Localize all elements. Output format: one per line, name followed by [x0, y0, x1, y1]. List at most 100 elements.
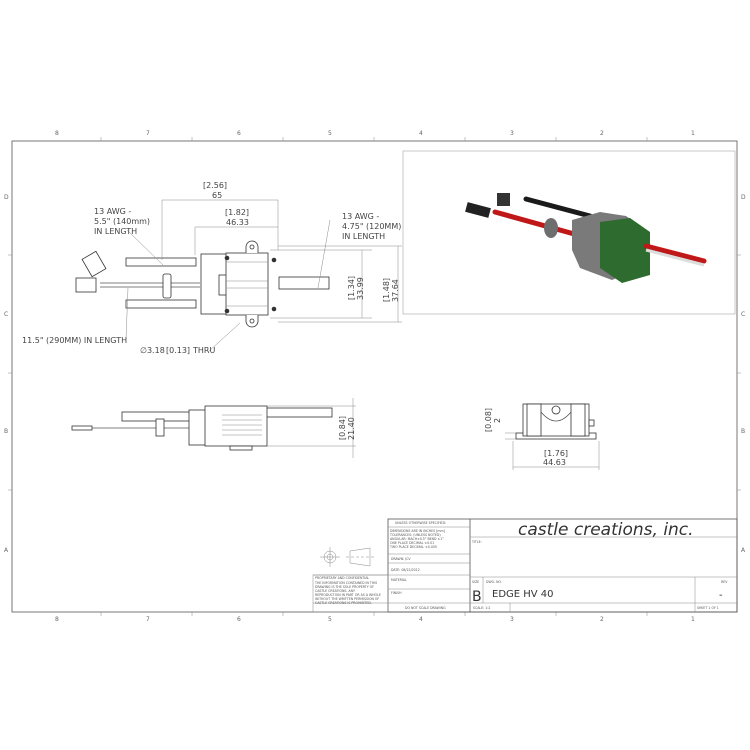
title-block: castle creations, inc. UNLESS OTHERWISE …: [312, 518, 738, 613]
label: B: [4, 428, 8, 435]
label: B: [741, 428, 745, 435]
label: 4: [419, 616, 423, 623]
drawing-line: [551, 405, 561, 415]
label: SIZE: [472, 580, 479, 584]
label: 37.64: [391, 279, 400, 302]
label: SHEET 1 OF 1: [697, 606, 719, 610]
input-wire-lower: [125, 299, 197, 309]
label: DATE: 08/22/2012: [391, 568, 420, 572]
ferrite-ring-render: [544, 218, 558, 238]
label: MATERIAL: [391, 578, 407, 582]
drawing-line: [645, 248, 705, 267]
drawing-line: [224, 255, 230, 261]
label: [1.34]: [347, 276, 356, 300]
label: 13 AWG -: [94, 207, 131, 216]
drawing-line: [526, 403, 542, 437]
label: 3: [510, 616, 514, 623]
drawing-line: [249, 318, 255, 324]
connector-1: [75, 277, 97, 293]
label: 4: [419, 130, 423, 137]
ferrite-ring: [162, 273, 172, 299]
drawing-line: [261, 407, 333, 418]
label: 2: [600, 130, 604, 137]
label: DIMENSIONS ARE IN INCHES [mm]: [390, 529, 445, 533]
drawing-line: [71, 425, 93, 431]
drawing-line: [155, 418, 165, 437]
input-wire-upper: [125, 257, 197, 267]
isometric-render: [402, 150, 736, 315]
label: [1.76]: [544, 449, 568, 458]
drawing-line: [312, 574, 389, 613]
label: D: [4, 194, 9, 201]
label: A: [741, 547, 746, 554]
label: 21.40: [347, 417, 356, 440]
label: C: [4, 311, 8, 318]
label: IN LENGTH: [94, 227, 137, 236]
projection-symbol-icon: [320, 547, 376, 567]
zone-ticks: [8, 137, 741, 616]
label: 7: [146, 130, 150, 137]
black-wire: [523, 196, 593, 219]
drawing-number: EDGE HV 40: [492, 589, 554, 600]
label: SCALE: 1:2: [473, 606, 490, 610]
column-labels-bottom: 8 7 6 5 4 3 2 1: [55, 616, 695, 623]
label: FINISH: [391, 591, 402, 595]
label: DRAWING IS THE SOLE PROPERTY OF: [315, 585, 374, 589]
label: TWO PLACE DECIMAL ±0.005: [389, 545, 437, 549]
drawing-line: [229, 445, 253, 451]
label: A: [4, 547, 9, 554]
esc-body: [225, 252, 269, 316]
drawing-line: [317, 219, 331, 289]
drawing-line: [588, 419, 595, 427]
label: 5: [328, 130, 332, 137]
label: D: [741, 194, 746, 201]
label: DRAWN: JCV: [391, 557, 411, 561]
label: CASTLE CREATIONS. ANY: [315, 589, 355, 593]
red-wire: [492, 209, 588, 240]
heatsink-body: [600, 218, 650, 283]
drawing-line: [349, 547, 371, 567]
drawing-line: [387, 518, 738, 613]
label: TITLE:: [471, 540, 482, 544]
label: 8: [55, 616, 59, 623]
column-labels-top: 8 7 6 5 4 3 2 1: [55, 130, 695, 137]
label: IN LENGTH: [342, 232, 385, 241]
label: 3: [510, 130, 514, 137]
signal-connector-1: [465, 202, 491, 218]
drawing-line: [570, 403, 586, 437]
label: [0.13]: [166, 346, 190, 355]
group: [222, 414, 262, 436]
label: 1: [691, 616, 695, 623]
label: THRU: [192, 346, 215, 355]
drawing-line: [126, 229, 164, 266]
label: 7: [146, 616, 150, 623]
label: 13 AWG -: [342, 212, 379, 221]
drawing-line: [271, 306, 277, 312]
label: 2: [600, 616, 604, 623]
drawing-line: [125, 287, 129, 340]
label: 5: [328, 616, 332, 623]
label: 65: [212, 191, 222, 200]
label: DWG. NO.: [486, 580, 502, 584]
label: REV: [721, 580, 728, 584]
signal-connector-2: [497, 193, 510, 206]
label: 46.33: [226, 218, 249, 227]
label: [1.82]: [225, 208, 249, 217]
label: [0.08]: [484, 408, 493, 432]
drawing-line: [204, 405, 268, 447]
label: 11.5" (290MM) IN LENGTH: [22, 336, 127, 345]
drawing-line: [643, 243, 707, 264]
group: [267, 398, 356, 458]
label: 6: [237, 616, 241, 623]
label: 33.99: [356, 277, 365, 300]
label: 5.5" (140mm): [94, 217, 150, 226]
drawing-line: [249, 244, 255, 250]
label: TOLERANCES: (UNLESS NOTED): [389, 533, 441, 537]
label: ANGULAR: MACH±0.5° BEND ±1°: [390, 537, 444, 541]
label: 6: [237, 130, 241, 137]
label: ONE PLACE DECIMAL ±0.01: [390, 541, 434, 545]
label: B: [472, 589, 482, 605]
drawing-line: [207, 322, 241, 353]
drawing-line: [271, 257, 277, 263]
